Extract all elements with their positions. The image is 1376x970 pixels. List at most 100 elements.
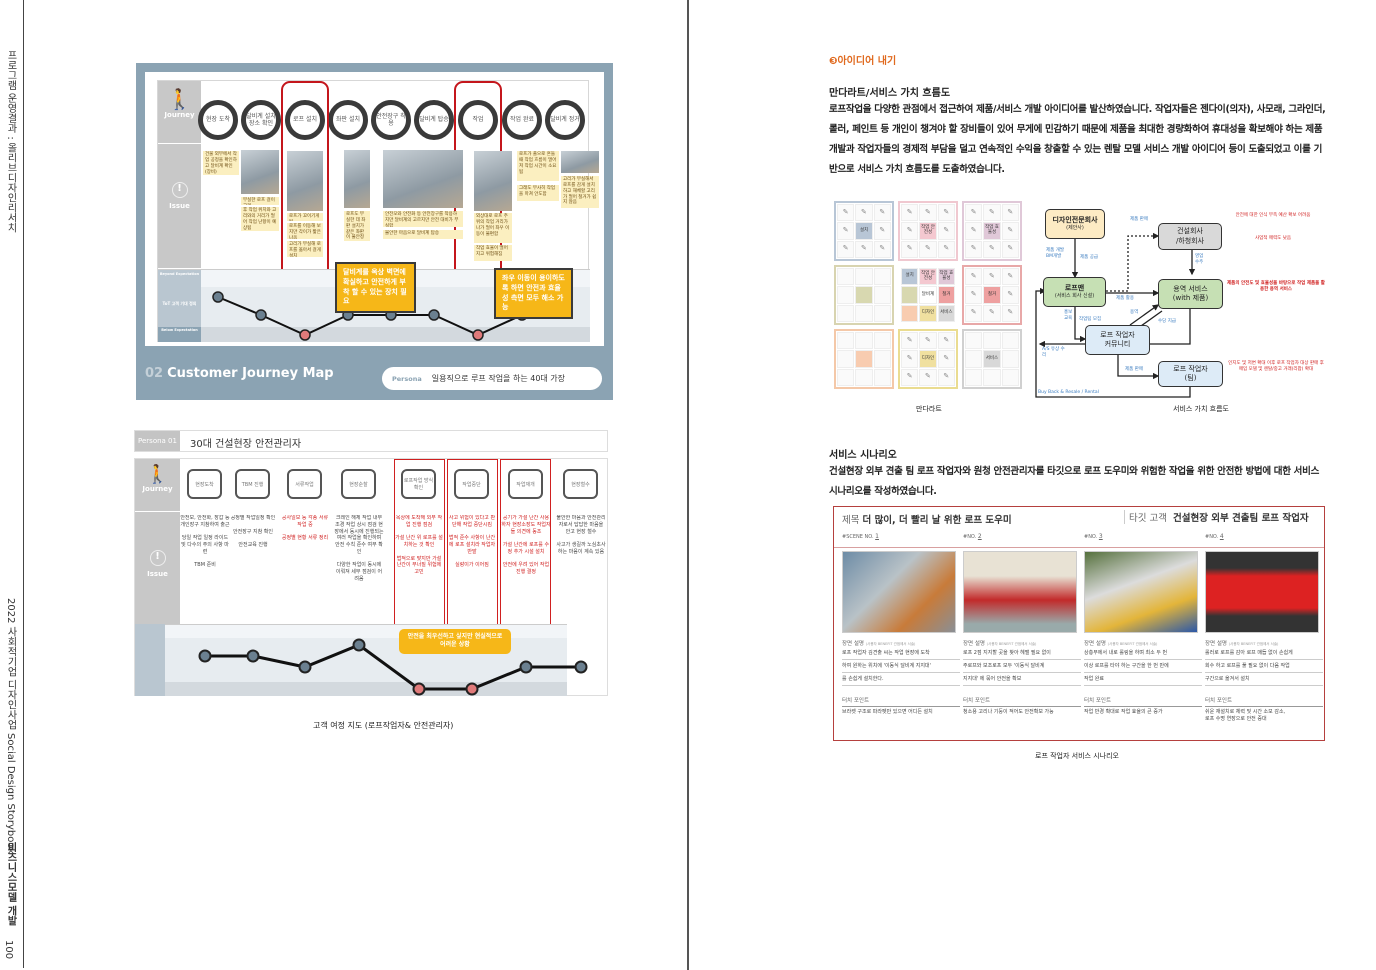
mandalart-cell: 작업 안전성 (919, 268, 937, 286)
scene-number: #NO. 2 (963, 533, 1081, 545)
margin-rule (23, 0, 24, 968)
sketch-icon: ✎ (943, 372, 950, 381)
figure-caption-cjm: 고객 여정 지도 (로프작업자& 안전관리자) (313, 721, 454, 730)
issue-text: 공사일보 등 각종 서류작업 중 공정별 현황 서류 정리 (281, 515, 329, 542)
journey-stage: 달비계 정거 (545, 100, 585, 140)
node-design-company: 디자인전문회사(제안사) (1045, 209, 1105, 239)
mandalart-cell: ✎ (855, 204, 873, 222)
scene-number-prefix: #NO. (963, 534, 977, 540)
mandalart-cell: ✎ (1001, 240, 1019, 258)
mandalart-cell (837, 268, 855, 286)
sketch-icon: ✎ (879, 244, 886, 253)
issue-note: 고리가 부실해 로프를 옮아서 걸게 설치 (287, 241, 323, 257)
mandalart-cell: ✎ (901, 368, 919, 386)
issue-text: 불안한 마음과 안전관리자로서 답답한 마음을 안고 현장 철수 사고가 생길까… (556, 515, 606, 555)
node-worker-team: 로프 작업자 (팀) (1158, 361, 1223, 387)
mandalart-cell (855, 286, 873, 304)
journey-stage: 작업 (458, 100, 498, 140)
mandalart-cell (855, 332, 873, 350)
mandalart-cell: 철거 (983, 286, 1001, 304)
scene-photo (842, 551, 956, 633)
gutter-line (687, 0, 689, 970)
sketch-icon: ✎ (943, 207, 950, 216)
mandalart-cell: ✎ (937, 350, 955, 368)
scene-desc-line: 구간으로 옮겨서 설치 (1205, 673, 1323, 686)
scene-desc-line: 로프 작업자 김견출 씨는 작업 현장에 도착 (842, 647, 960, 660)
sketch-icon: ✎ (842, 207, 849, 216)
sketch-icon: ✎ (842, 226, 849, 235)
walker-icon: 🚶 (167, 87, 192, 111)
mandalart-cell: ✎ (965, 240, 983, 258)
scene-desc-note: (사용자 BENEFIT 관점에서 서술) (1107, 642, 1158, 646)
touch-point-text: 작업 반경 확대로 작업 효율의 큰 증가 (1084, 709, 1163, 715)
scene-desc-title: 장면 설명 (963, 641, 985, 647)
issue-text: 크레인 해체 작업 내부 조경 작업 상시 점검 현장에서 동시에 진행되는 여… (334, 515, 384, 582)
touch-point-label: 터치 포인트 (1084, 696, 1202, 707)
issue-note: 부실한 로프 걸이 고리 (241, 197, 279, 205)
mandalart-cell: ✎ (919, 204, 937, 222)
sketch-icon: ✎ (925, 244, 931, 253)
scene-number-prefix: #NO. (1205, 534, 1219, 540)
mandalart-cell (965, 368, 983, 386)
sketch-icon: ✎ (1007, 271, 1014, 280)
mandalart-cell: ✎ (1001, 286, 1019, 304)
sketch-icon: ✎ (906, 354, 913, 363)
sketch-icon: ✎ (970, 244, 977, 253)
sketch-icon: ✎ (906, 335, 913, 344)
mandalart-cell: ✎ (855, 240, 873, 258)
scene-number-value: 2 (977, 533, 982, 540)
scene-desc-line: 회수 하고 로프를 풀 필요 없이 다음 작업 (1205, 660, 1323, 673)
mandalart-cell: ✎ (1001, 222, 1019, 240)
sketch-icon: ✎ (879, 207, 886, 216)
site-photo (383, 150, 463, 208)
mandalart-cell: ✎ (873, 240, 891, 258)
mandalart-cell: ✎ (965, 222, 983, 240)
mandalart-cell: ✎ (965, 286, 983, 304)
exclamation-icon: ! (149, 550, 166, 566)
mandalart-block (834, 265, 894, 325)
mandalart-cell: ✎ (901, 332, 919, 350)
journey-stage: 현장철수 (563, 469, 598, 499)
issue-note: 불안한 마음으로 달비계 탑승 (383, 230, 463, 239)
paragraph-ideation: 로프작업을 다양한 관점에서 접근하여 제품/서비스 개발 아이디어를 발산하였… (829, 104, 1326, 175)
emotion-curve-1 (212, 291, 571, 341)
flow-note: 안전에 대한 인식 부족 예산 확보 어려움 (1235, 213, 1311, 218)
mandalart-cell: 디자인 (919, 350, 937, 368)
mandalart-cell (873, 304, 891, 322)
sketch-icon: ✎ (989, 244, 995, 253)
sketch-icon: ✎ (1007, 244, 1014, 253)
mandalart-cell: ✎ (937, 204, 955, 222)
node-community: 로프 작업자 커뮤니티 (1085, 325, 1150, 355)
flow-label: 작업팀 모집 (1079, 317, 1102, 322)
flow-label: 홍보 교육 (1064, 310, 1073, 321)
mandalart-cell: ✎ (983, 240, 1001, 258)
sketch-icon: ✎ (906, 207, 913, 216)
flow-label: 제품 공급 (1080, 255, 1098, 260)
sketch-icon: ✎ (906, 244, 913, 253)
issue-note: 로프가 꼬이기게 됨 (287, 213, 323, 221)
issue-row-label: ! Issue (135, 512, 180, 624)
running-head-section: 비즈니스모델 개발 (5, 842, 16, 926)
emotion-face-icon (246, 649, 260, 663)
scene-desc-line: 하여 원하는 위치에 '이동식 달비계 지지대' (842, 660, 960, 673)
scene-photo (1084, 551, 1198, 633)
scene-number-prefix: #NO. (1084, 534, 1098, 540)
mandalart-block: ✎✎✎✎작업 효율성✎✎✎✎ (962, 201, 1022, 261)
journey-row-label: 🚶 Journey (158, 81, 201, 143)
mandalart-cell: ✎ (837, 222, 855, 240)
mandalart-cell (837, 332, 855, 350)
figure-caption-scenario: 로프 작업자 서비스 시나리오 (1035, 752, 1119, 760)
flow-label: 용역 (1130, 310, 1139, 315)
mandalart-cell (837, 350, 855, 368)
scenario-title: 제목 더 많이, 더 빨리 날 위한 로프 도우미 (842, 515, 1012, 526)
site-photo (241, 150, 279, 194)
scene-desc-line: 작업 완료 (1084, 673, 1202, 686)
mandalart-cell (1001, 350, 1019, 368)
issue-note: 작업 효율이 떨어지고 위험해짐 (474, 245, 512, 261)
scene-desc-line: 주로프와 보조로프 모두 '이동식 달비계 (963, 660, 1081, 673)
node-ropeman: 로프맨(서비스 회사 신설) (1043, 277, 1106, 307)
mandalart-grid: ✎✎✎✎설치✎✎✎✎✎✎✎✎작업 안전성✎✎✎✎✎✎✎✎작업 효율성✎✎✎✎설치… (834, 201, 1024, 391)
emotion-scale-label (135, 624, 165, 696)
mandalart-block: ✎✎✎✎디자인✎✎✎✎ (898, 329, 958, 389)
